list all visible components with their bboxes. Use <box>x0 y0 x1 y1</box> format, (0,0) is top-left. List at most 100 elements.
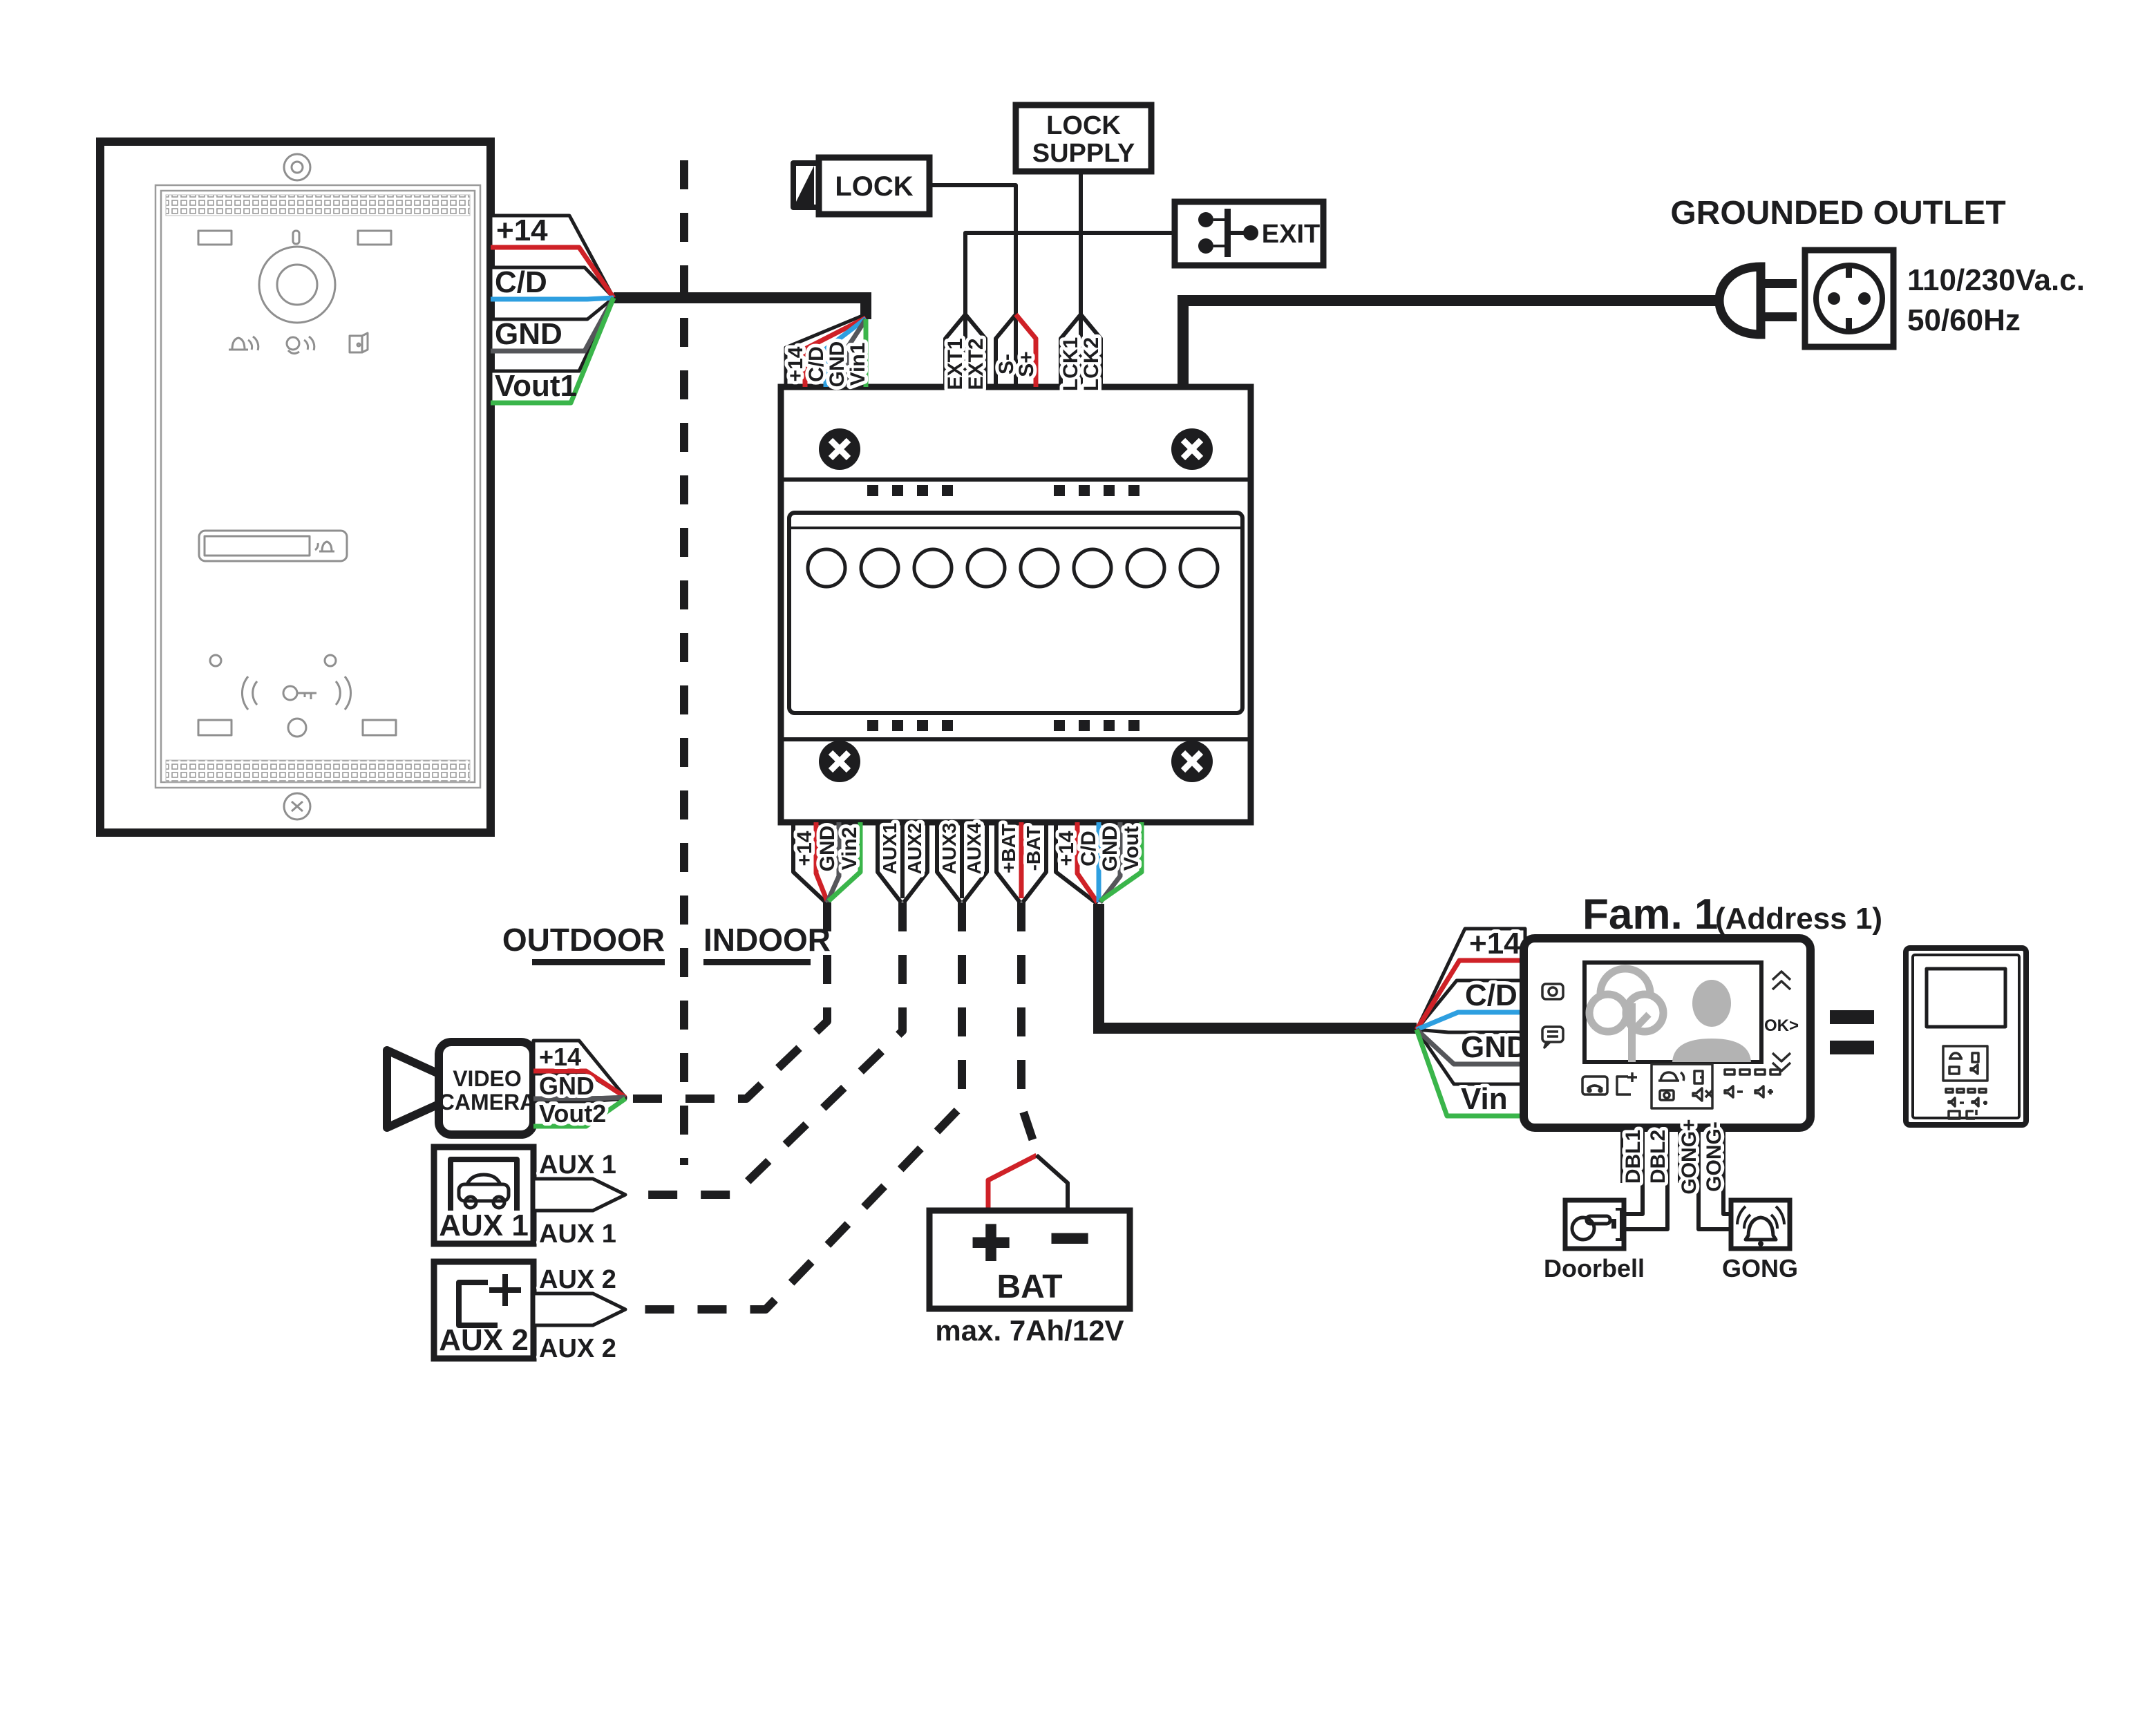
gong: GONG <box>1722 1197 1798 1282</box>
psu-wire-gnd <box>844 318 868 387</box>
station-top-screw-icon <box>283 153 312 182</box>
psu-s-terminals: S- S+ <box>992 312 1041 387</box>
psu-top-label-vin1: Vin1 <box>847 343 869 386</box>
camera-lens-icon <box>383 1046 443 1132</box>
monitor-door-open-icon <box>1616 1072 1637 1096</box>
outlet-title: GROUNDED OUTLET <box>1670 195 2005 231</box>
battery-box <box>926 1207 1133 1312</box>
exit-wire <box>963 231 1178 314</box>
psu-bottom-label-vin2: Vin2 <box>838 827 861 871</box>
psu-top-label-splus: S+ <box>1015 351 1038 377</box>
camera-wire-label-gnd: GND <box>539 1072 594 1100</box>
camera-wire-vout2 <box>533 1097 627 1129</box>
station-camera-lens-icon <box>258 245 337 324</box>
monitor-volume-down-icon <box>1723 1085 1743 1099</box>
monitor-wire-p14 <box>1415 958 1525 1031</box>
power-supply-unit: +14 C/D GND Vin1 EXT1 EXT2 S- S+ LCK1 LC… <box>777 312 1254 906</box>
station-slot-right <box>361 719 397 737</box>
station-camera-lens-inner <box>276 263 319 306</box>
monitor-down-icon <box>1771 1052 1792 1072</box>
psu-vents-bottom <box>867 720 1140 731</box>
psu-top-label-ext2: EXT2 <box>965 338 987 390</box>
monitor-wire-vin <box>1414 1028 1525 1119</box>
dbl2-wire <box>1624 1128 1670 1231</box>
outdoor-door-station <box>96 138 495 837</box>
psu-top-label-ext1: EXT1 <box>944 338 967 390</box>
psu-top-label-lck1: LCK1 <box>1059 337 1082 391</box>
battery-caption: max. 7Ah/12V <box>935 1314 1124 1347</box>
wire-p14 <box>491 245 616 299</box>
psu-bwire-vin2 <box>826 822 863 903</box>
lock-box <box>815 154 933 218</box>
aux2-wire-label-top: AUX 2 <box>539 1265 616 1294</box>
gong-label: GONG <box>1722 1254 1798 1282</box>
gong-bell-icon <box>1736 1205 1786 1247</box>
psu-bottom-label-pbat: +BAT <box>998 824 1019 873</box>
psu-bottom-label-aux4: AUX4 <box>963 822 985 874</box>
wire-vout1 <box>491 296 616 406</box>
exit-label: EXIT <box>1262 220 1320 249</box>
lock-supply-box <box>1012 102 1155 175</box>
gong-plus-wire <box>1696 1128 1731 1231</box>
psu-bwire-p14b <box>1075 822 1099 904</box>
exit-switch-icon <box>1198 209 1258 257</box>
aux1-wire-label-top: AUX 1 <box>539 1150 616 1179</box>
monitor-wire-label-p14: +14 <box>1469 927 1521 960</box>
psu-top-input-terminals: +14 C/D GND Vin1 <box>781 313 873 390</box>
station-bottom-screw-slot <box>291 800 303 813</box>
indoor-label: INDOOR <box>703 922 831 958</box>
station-nameplate-button <box>198 529 348 562</box>
wire-cd <box>491 295 614 302</box>
small-monitor-inner <box>1911 954 2021 1119</box>
monitor-label-dbl2: DBL2 <box>1647 1130 1670 1184</box>
lock-wire <box>929 183 1018 314</box>
psu-wire-cd <box>823 316 868 387</box>
station-speaker-grille-bottom <box>165 759 471 783</box>
monitor-title: Fam. 1 <box>1582 891 1718 938</box>
indoor-monitor: Fam. 1 (Address 1) +14 C/D GND Vin <box>1093 891 1882 1231</box>
exit-button: EXIT <box>963 198 1327 314</box>
dbl1-wire <box>1624 1128 1645 1216</box>
psu-top-label-p14: +14 <box>784 346 807 381</box>
lock-label: LOCK <box>835 171 913 202</box>
station-speak-icon <box>285 335 316 355</box>
aux1-device: AUX 1 AUX 1 AUX 1 <box>431 902 907 1252</box>
psu-bottom-label-vout: Vout <box>1120 826 1143 871</box>
station-rfid-reader-icon <box>241 676 352 710</box>
station-mic-hole <box>292 229 301 245</box>
psu-wire-p14 <box>802 315 867 387</box>
camera-cable-dashed <box>625 902 831 1103</box>
station-face <box>154 184 482 789</box>
aux2-box <box>431 1258 537 1362</box>
psu-top-label-lck2: LCK2 <box>1080 337 1103 391</box>
monitor-label-dbl1: DBL1 <box>1622 1130 1645 1184</box>
psu-body <box>777 383 1254 826</box>
psu-screws <box>819 428 1213 782</box>
monitor-wire-gnd <box>1415 1027 1525 1067</box>
monitor-wire-label-cd: C/D <box>1465 978 1517 1012</box>
station-sensor-right <box>357 229 393 246</box>
battery-plus-symbol: + <box>972 1205 1010 1279</box>
psu-connector-holes <box>806 547 1220 589</box>
psu-bottom-label-aux3: AUX3 <box>938 823 960 875</box>
lock-supply: LOCK SUPPLY <box>1012 102 1155 314</box>
battery-wire-minus <box>1035 1153 1070 1211</box>
station-speaker-grille-top <box>165 194 471 216</box>
psu-bottom-label-p14: +14 <box>793 831 816 866</box>
lock-supply-label-1: LOCK <box>1046 111 1121 140</box>
outdoor-underline <box>532 959 665 965</box>
plug-icon <box>1714 262 1797 339</box>
station-door-icon <box>348 332 369 354</box>
aux2-wire-label-bottom: AUX 2 <box>539 1334 616 1363</box>
station-hole-right <box>323 654 337 667</box>
aux2-box-label: AUX 2 <box>439 1323 529 1357</box>
psu-bottom-label-gnd: GND <box>816 826 839 872</box>
station-top-screw-inner <box>290 160 304 174</box>
psu-bottom-terminals: +14 GND Vin2 AUX1 AUX2 AUX3 AUX4 +BAT -B… <box>790 819 1146 906</box>
grounded-outlet: GROUNDED OUTLET 110/230Va.c. 50/60Hz <box>1178 195 2085 387</box>
doorbell-hand-icon <box>1570 1208 1623 1242</box>
station-cable: +14 C/D GND Vout1 <box>489 214 871 406</box>
camera-wire-label-p14: +14 <box>539 1043 581 1071</box>
monitor-wire-label-gnd: GND <box>1461 1030 1529 1064</box>
aux1-wire-label-bottom: AUX 1 <box>539 1220 616 1249</box>
